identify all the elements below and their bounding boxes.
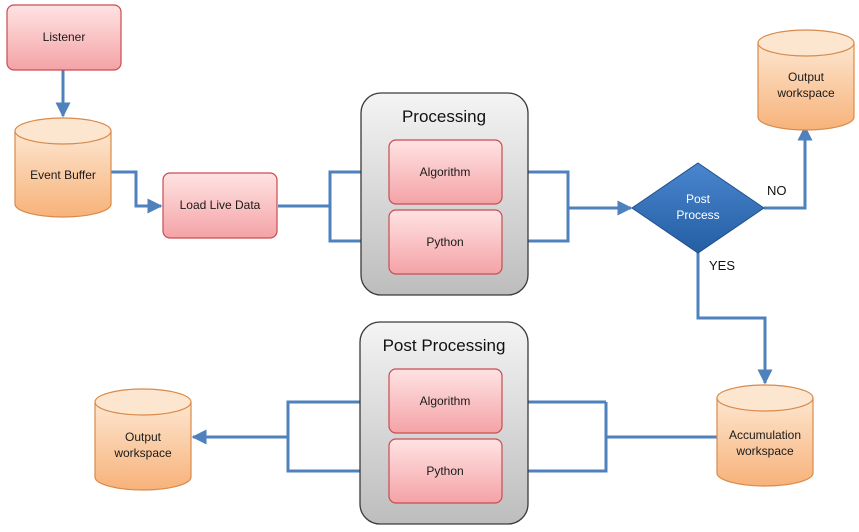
edge-post-python-out bbox=[286, 437, 388, 473]
edge-no-to-output bbox=[764, 125, 813, 210]
accumulation-label-line2: workspace bbox=[735, 444, 794, 458]
output-bottom-label-line2: workspace bbox=[113, 446, 172, 460]
processing-python-box bbox=[388, 209, 503, 275]
processing-algorithm-label: Algorithm bbox=[420, 165, 471, 179]
no-label: NO bbox=[767, 183, 787, 198]
output-workspace-bottom-node: Output workspace bbox=[94, 388, 192, 491]
post-algorithm-label: Algorithm bbox=[420, 394, 471, 408]
edge-buffer-to-load bbox=[111, 170, 163, 214]
post-process-label-line1: Post bbox=[686, 192, 711, 206]
processing-title: Processing bbox=[402, 107, 486, 126]
edge-post-algorithm-out bbox=[286, 400, 388, 437]
post-processing-title: Post Processing bbox=[383, 336, 506, 355]
post-process-label-line2: Process bbox=[676, 208, 719, 222]
event-buffer-label: Event Buffer bbox=[30, 168, 96, 182]
processing-python-label: Python bbox=[426, 235, 463, 249]
output-top-label-line1: Output bbox=[788, 70, 825, 84]
edge-yes-to-accumulation bbox=[696, 252, 773, 385]
load-live-data-node: Load Live Data bbox=[162, 172, 278, 239]
yes-label: YES bbox=[709, 258, 735, 273]
edge-accum-to-python bbox=[500, 437, 608, 479]
load-live-data-label: Load Live Data bbox=[180, 198, 261, 212]
accumulation-label-line1: Accumulation bbox=[729, 428, 801, 442]
listener-node: Listener bbox=[6, 4, 122, 71]
output-workspace-top-node: Output workspace bbox=[757, 29, 855, 131]
processing-algorithm-box bbox=[388, 139, 503, 205]
post-process-decision: Post Process bbox=[631, 162, 765, 254]
accumulation-workspace-node: Accumulation workspace bbox=[716, 384, 814, 487]
event-buffer-node: Event Buffer bbox=[14, 117, 112, 218]
listener-label: Listener bbox=[43, 30, 86, 44]
post-python-label: Python bbox=[426, 464, 463, 478]
processing-group: Processing Algorithm Python bbox=[360, 92, 529, 296]
output-top-label-line2: workspace bbox=[776, 86, 835, 100]
edge-accum-split bbox=[604, 402, 717, 439]
post-python-box bbox=[388, 438, 503, 504]
edge-load-to-algorithm bbox=[278, 164, 390, 208]
post-algorithm-box bbox=[388, 368, 503, 434]
output-bottom-label-line1: Output bbox=[125, 430, 162, 444]
post-processing-group: Post Processing Algorithm Python bbox=[359, 321, 529, 525]
